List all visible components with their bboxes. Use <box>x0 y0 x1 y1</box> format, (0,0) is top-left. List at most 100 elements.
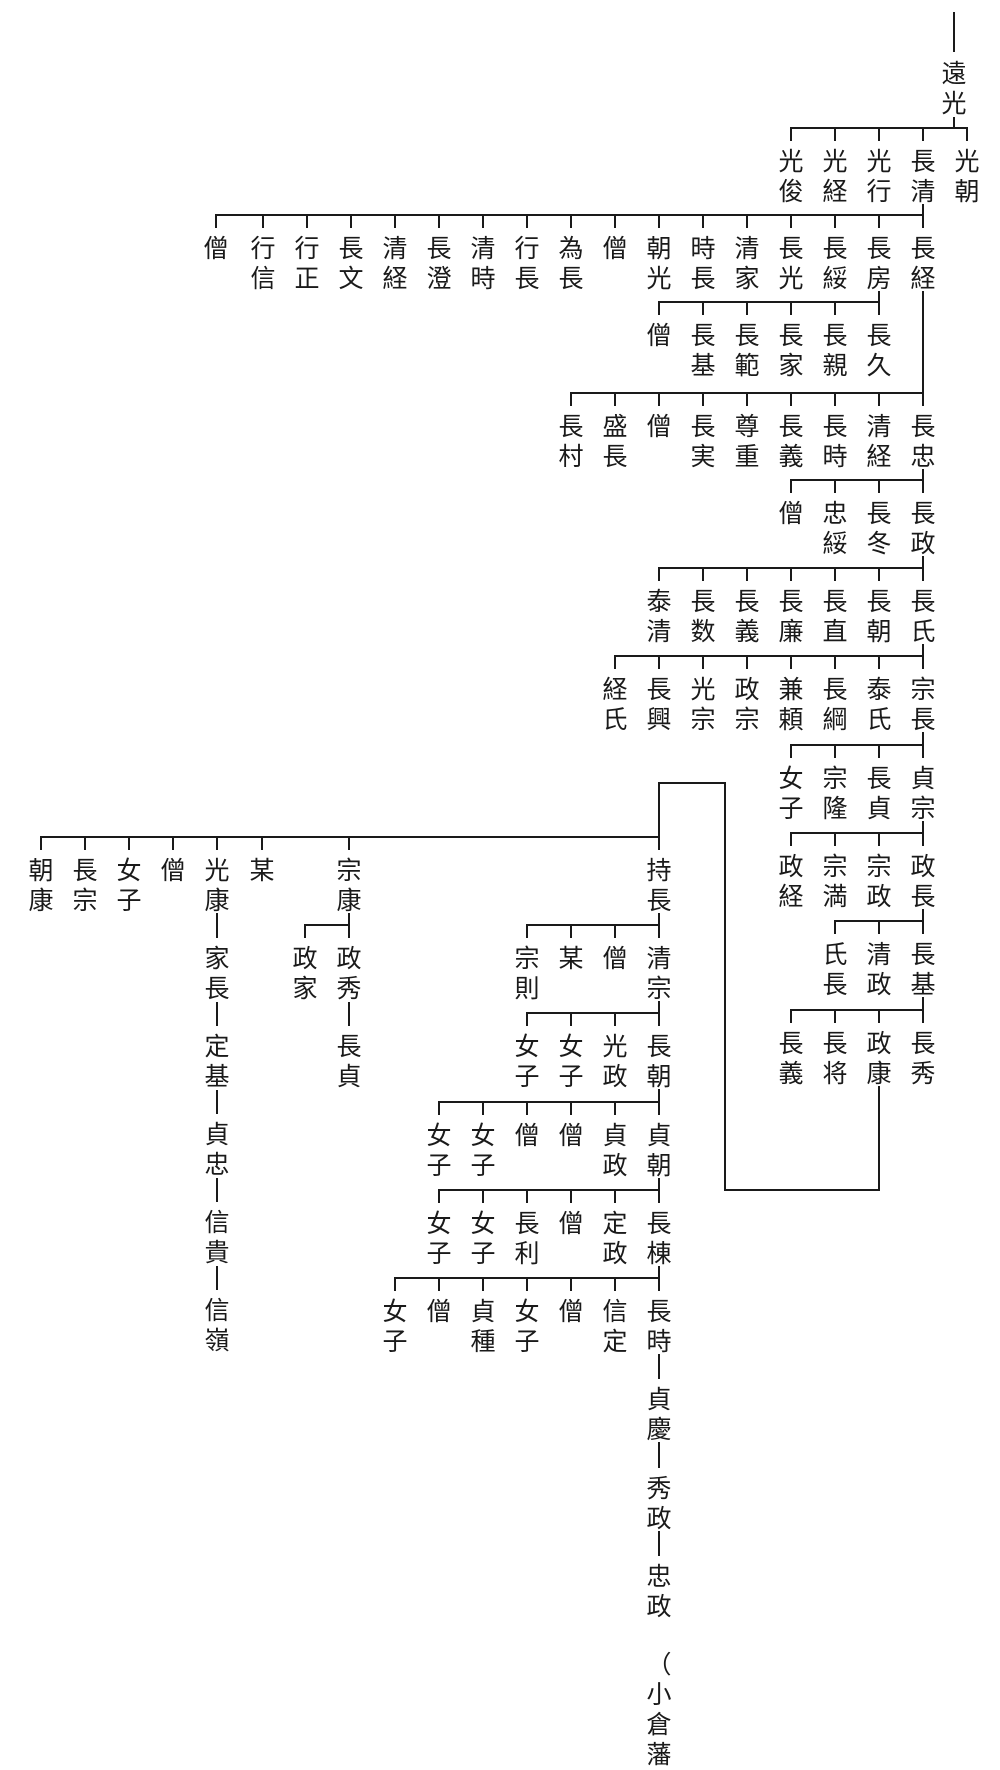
person-name: 政経 <box>778 852 803 911</box>
person-name: 政家 <box>292 944 317 1003</box>
person-name: 長義 <box>778 1029 803 1088</box>
person-name: 僧 <box>426 1297 451 1326</box>
person-name: 女子 <box>558 1032 583 1091</box>
person-name: 政秀 <box>336 944 361 1003</box>
person-name: 長義 <box>778 412 803 471</box>
person-name: 女子 <box>426 1121 451 1180</box>
person-name: 行長 <box>514 234 539 293</box>
person-name: 政長 <box>910 852 935 911</box>
person-name: 時長 <box>690 234 715 293</box>
person-name: 清時 <box>470 234 495 293</box>
person-name: 行正 <box>294 234 319 293</box>
person-name: 僧 <box>558 1209 583 1238</box>
person-name: 光俊 <box>778 147 803 206</box>
person-name: 長時 <box>822 412 847 471</box>
person-name: 長冬 <box>866 499 891 558</box>
person-name: 長朝 <box>866 587 891 646</box>
person-name: 宗長 <box>910 675 935 734</box>
person-name: 貞朝 <box>646 1121 671 1180</box>
person-name: 光宗 <box>690 675 715 734</box>
person-name: 長久 <box>866 321 891 380</box>
person-name: 女子 <box>116 856 141 915</box>
person-name: 朝康 <box>28 856 53 915</box>
person-name: 長氏 <box>910 587 935 646</box>
person-name: 僧 <box>558 1121 583 1150</box>
person-name: 泰氏 <box>866 675 891 734</box>
person-name: 尊重 <box>734 412 759 471</box>
person-name: 清宗 <box>646 944 671 1003</box>
person-name: 長清 <box>910 147 935 206</box>
person-name: 長文 <box>338 234 363 293</box>
person-name: 宗政 <box>866 852 891 911</box>
person-name: 女子 <box>382 1297 407 1356</box>
person-name: 長義 <box>734 587 759 646</box>
person-name: 僧 <box>646 321 671 350</box>
person-name: 経氏 <box>602 675 627 734</box>
person-name: 女子 <box>470 1121 495 1180</box>
person-name: 長綏 <box>822 234 847 293</box>
person-name: 宗満 <box>822 852 847 911</box>
person-name: 信嶺 <box>204 1296 229 1355</box>
person-name: 女子 <box>426 1209 451 1268</box>
person-name: 泰清 <box>646 587 671 646</box>
person-name: 女子 <box>514 1297 539 1356</box>
person-name: 長基 <box>690 321 715 380</box>
person-name: 長親 <box>822 321 847 380</box>
person-name: 政康 <box>866 1029 891 1088</box>
person-name: 長数 <box>690 587 715 646</box>
person-name: 某 <box>558 944 583 973</box>
person-name: 長政 <box>910 499 935 558</box>
person-names: 遠光光朝長清光行光経光俊長経長房長綏長光清家時長朝光僧為長行長清時長澄清経長文行… <box>28 59 979 1770</box>
person-name: 持長 <box>646 856 671 915</box>
person-name: 僧 <box>602 234 627 263</box>
person-name: 女子 <box>470 1209 495 1268</box>
person-name: 行信 <box>250 234 275 293</box>
person-name: 秀政 <box>646 1474 671 1533</box>
person-name: 長棟 <box>646 1209 671 1268</box>
person-name: 長光 <box>778 234 803 293</box>
person-name: 家長 <box>204 944 229 1003</box>
person-name: 貞慶 <box>646 1385 671 1444</box>
person-name: 長経 <box>910 234 935 293</box>
person-name: 長廉 <box>778 587 803 646</box>
person-name: 貞種 <box>470 1297 495 1356</box>
person-name: 長利 <box>514 1209 539 1268</box>
person-name: 長時 <box>646 1297 671 1356</box>
person-name: 長興 <box>646 675 671 734</box>
person-name: 長貞 <box>866 764 891 823</box>
person-name: 某 <box>249 856 274 885</box>
person-name: 長朝 <box>646 1032 671 1091</box>
person-name: 定政 <box>602 1209 627 1268</box>
person-name: 長房 <box>866 234 891 293</box>
person-name: 宗則 <box>514 944 539 1003</box>
person-name: 貞政 <box>602 1121 627 1180</box>
person-name: 長範 <box>734 321 759 380</box>
person-name: 宗康 <box>336 856 361 915</box>
person-name: 僧 <box>203 234 228 263</box>
person-name: 光行 <box>866 147 891 206</box>
person-name: 清経 <box>866 412 891 471</box>
person-name: 盛長 <box>602 412 627 471</box>
person-name: 為長 <box>558 234 583 293</box>
person-name: 長澄 <box>426 234 451 293</box>
person-name: 長村 <box>558 412 583 471</box>
person-name: 光朝 <box>954 147 979 206</box>
person-name: 清経 <box>382 234 407 293</box>
person-name: 長貞 <box>336 1032 361 1091</box>
person-name: 清家 <box>734 234 759 293</box>
person-name: 氏長 <box>822 940 847 999</box>
person-name: 忠政 <box>646 1562 671 1621</box>
person-name: 貞宗 <box>910 764 935 823</box>
person-name: 信定 <box>602 1297 627 1356</box>
person-name: 遠光 <box>941 59 966 118</box>
person-name: 光政 <box>602 1032 627 1091</box>
person-name: 僧 <box>514 1121 539 1150</box>
person-name: 政宗 <box>734 675 759 734</box>
person-name: 僧 <box>778 499 803 528</box>
person-name: 朝光 <box>646 234 671 293</box>
person-name: 光康 <box>204 856 229 915</box>
person-name: 長実 <box>690 412 715 471</box>
person-name: （小倉藩主） <box>646 1650 671 1770</box>
person-name: 兼頼 <box>778 675 803 734</box>
